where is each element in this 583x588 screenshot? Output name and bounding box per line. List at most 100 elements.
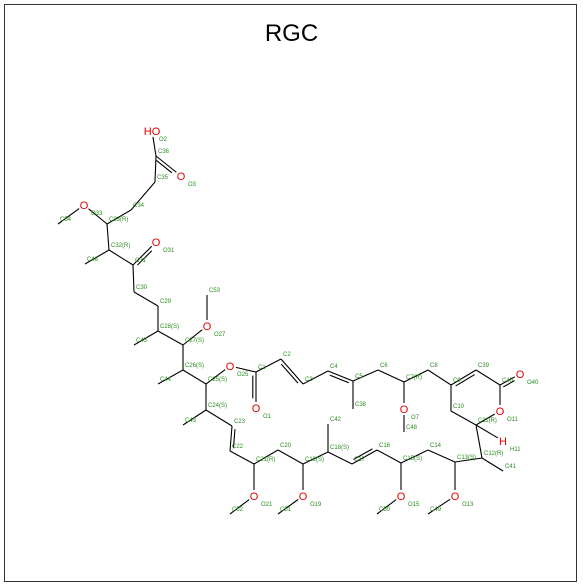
atom-label-c29: C29 (160, 299, 172, 305)
heteroatom-label-o1: O1 (263, 414, 272, 420)
heteroatom-o33: O (80, 200, 89, 212)
atom-label-c40: C40 (502, 378, 514, 384)
heteroatom-label-o27: O27 (214, 332, 226, 338)
bond-O25-C1 (235, 366, 257, 373)
atom-label-c34: C34 (133, 203, 145, 209)
atom-label-c2: C2 (283, 352, 291, 358)
heteroatom-o25: O (226, 361, 235, 373)
diagram-frame (4, 4, 577, 582)
bond-C21-C22 (229, 450, 255, 465)
atom-label-c18: C18(S) (330, 445, 349, 451)
heteroatom-o31: O (152, 237, 161, 249)
atom-label-c31: C31 (135, 258, 147, 264)
atom-label-c49: C49 (430, 507, 442, 513)
heteroatom-label-o40: O40 (527, 380, 539, 386)
heteroatom-h11: H (499, 436, 507, 448)
bond-C17-C18 (327, 451, 353, 465)
bond-C30-C31 (132, 264, 135, 293)
bond-C36-O3 (155, 155, 177, 173)
heteroatom-label-o7: O7 (411, 415, 420, 421)
atom-label-c12: C12(R) (484, 451, 503, 457)
bond-C27-C28 (157, 330, 184, 346)
atom-label-c23: C23 (234, 419, 246, 425)
bond-C39-C40 (475, 369, 501, 386)
atom-label-c52: C52 (232, 507, 244, 513)
bond-C20-C21 (253, 449, 279, 465)
bond-C26-C44 (157, 369, 184, 385)
bond-C36-O2 (152, 136, 157, 157)
bond-C24-C43 (182, 409, 207, 426)
bond-O33-C54 (57, 208, 80, 225)
bond-O15-C50 (376, 499, 397, 515)
bond-O19-C51 (277, 499, 299, 515)
heteroatom-o1: O (252, 403, 261, 415)
bond-C33-O33 (88, 208, 108, 225)
bond-C9-C39 (450, 369, 477, 386)
atom-label-c25: C25(S) (208, 377, 227, 383)
atom-label-c54: C54 (60, 217, 72, 223)
atom-label-c41: C41 (505, 464, 517, 470)
atom-label-c26: C26(S) (185, 363, 204, 369)
atom-label-c8: C8 (430, 363, 438, 369)
atom-label-c20: C20 (280, 443, 292, 449)
atom-label-c13: C13(S) (457, 455, 476, 461)
heteroatom-label-o25: O25 (237, 372, 249, 378)
atom-label-c19: C19(S) (305, 457, 324, 463)
bond-C18-C19 (302, 451, 329, 465)
atom-label-c5: C5 (355, 374, 363, 380)
atom-label-c7: C7(R) (406, 375, 422, 381)
bond-C5-C6 (352, 369, 379, 382)
atom-label-c48: C48 (406, 425, 418, 431)
heteroatom-o11: O (496, 406, 505, 418)
bond-C6-C7 (377, 369, 405, 383)
bond-C3-C4 (302, 370, 329, 385)
bond-C11-C10 (450, 410, 477, 426)
bond-C13-C14 (427, 449, 456, 463)
atom-label-c15: C15(S) (403, 456, 422, 462)
atom-label-c35: C35 (157, 175, 169, 181)
bond-C25-O25 (205, 369, 226, 385)
atom-label-c32: C32(R) (111, 243, 130, 249)
atom-label-c51: C51 (280, 507, 292, 513)
heteroatom-label-o21: O21 (261, 502, 273, 508)
bond-C16-C17 (351, 449, 378, 465)
bond-C8-C9 (427, 369, 452, 386)
bond-C2-C3 (280, 363, 299, 384)
heteroatom-o7: O (400, 404, 409, 416)
atom-label-c14: C14 (430, 443, 442, 449)
bond-C12-C13 (454, 457, 483, 463)
heteroatom-o3: O (177, 171, 186, 183)
bond-C28-C45 (133, 330, 159, 346)
heteroatom-o40: O (516, 369, 525, 381)
bond-C4-C5 (327, 370, 354, 382)
heteroatom-o21: O (250, 491, 259, 503)
atom-label-c9: C9 (453, 378, 461, 384)
atom-label-c27: C27(S) (185, 338, 204, 344)
bond-C31-O31 (137, 250, 153, 266)
bond-C2-C3 (280, 358, 304, 385)
heteroatom-label-o31: O31 (163, 248, 175, 254)
atom-label-c53: C53 (209, 288, 221, 294)
bond-C19-C20 (277, 449, 304, 465)
heteroatom-o27: O (203, 321, 212, 333)
bond-C40-O40 (499, 376, 516, 386)
bond-C31-O31 (132, 245, 153, 266)
atom-label-c4: C4 (330, 364, 338, 370)
bond-C33-C34 (106, 209, 132, 225)
heteroatom-label-o11: O11 (507, 417, 519, 423)
bond-C32-C46 (84, 249, 110, 265)
bond-C22-C23 (232, 429, 236, 449)
bond-C40-O40 (503, 380, 515, 388)
atom-label-c46: C46 (87, 257, 99, 263)
atom-label-c3: C3 (305, 377, 313, 383)
atom-label-c33: C33(R) (109, 217, 128, 223)
bond-C7-C8 (403, 369, 429, 383)
atom-label-c42: C42 (330, 417, 342, 423)
bond-C1-C2 (255, 358, 282, 373)
atom-label-c1: C1 (258, 365, 266, 371)
bond-C35-C36 (154, 155, 157, 183)
heteroatom-o13: O (451, 491, 460, 503)
heteroatom-label-o19: O19 (310, 502, 322, 508)
heteroatom-o2: HO (144, 126, 161, 138)
